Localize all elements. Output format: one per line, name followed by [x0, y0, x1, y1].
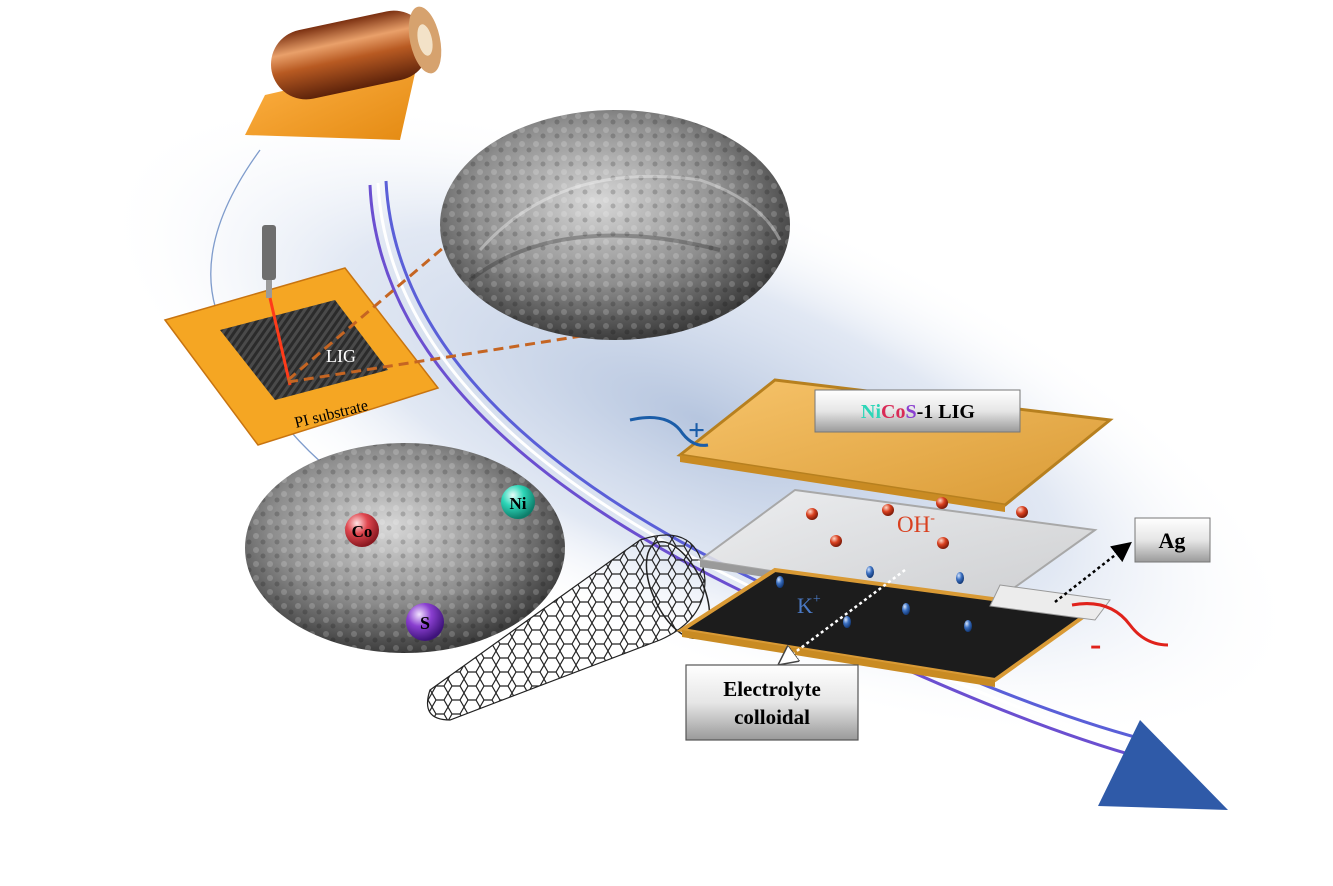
positive-lead-wire — [629, 416, 709, 447]
carbon-nanotube — [426, 534, 711, 721]
negative-terminal-label: - — [1090, 626, 1101, 663]
electrolyte-pointer — [782, 568, 906, 662]
svg-text:Electrolyte: Electrolyte — [723, 677, 821, 701]
svg-text:NiCoS-1 LIG: NiCoS-1 LIG — [861, 401, 975, 423]
lig-label: LIG — [326, 346, 356, 366]
s-atom-label: S — [420, 613, 430, 633]
negative-lead-wire — [1071, 602, 1169, 647]
potassium-label: K+ — [797, 592, 821, 618]
cathode-rest-text: -1 LIG — [917, 401, 976, 423]
ag-label-box: Ag — [1134, 517, 1211, 563]
silver-contact — [989, 584, 1111, 621]
electrolyte-label-box: Electrolyte colloidal — [685, 664, 859, 741]
process-flow-arrow — [368, 180, 1228, 810]
lig-patch — [220, 300, 388, 400]
flow-arrowhead — [1098, 720, 1228, 810]
cathode-s-text: S — [905, 401, 916, 423]
zoom-line-bottom — [287, 328, 621, 384]
positive-terminal-label: + — [688, 414, 705, 447]
polyimide-film-roll — [245, 6, 442, 140]
laser-head — [262, 225, 292, 386]
hydroxide-label: OH- — [897, 511, 935, 537]
cathode-ni-text: Ni — [861, 401, 881, 423]
ni-atom-label: Ni — [510, 494, 527, 513]
zoom-line-top — [287, 223, 471, 382]
co-atom-label: Co — [352, 522, 373, 541]
ni-atom-icon — [501, 485, 535, 519]
svg-text:colloidal: colloidal — [734, 705, 810, 729]
lig-sem-image — [440, 110, 790, 340]
svg-text:Ag: Ag — [1159, 528, 1186, 553]
pi-substrate-panel: LIG PI substrate — [163, 267, 440, 446]
anode-electrode — [676, 567, 1111, 687]
cathode-co-text: Co — [881, 401, 905, 423]
co-atom-icon — [345, 513, 379, 547]
nicos-sem-image: Co Ni S — [245, 443, 565, 653]
hydroxide-ions — [806, 497, 1028, 549]
cathode-label-box: NiCoS-1 LIG — [814, 389, 1021, 433]
laser-beam — [268, 297, 292, 386]
s-atom-icon — [406, 603, 444, 641]
potassium-ions — [776, 566, 972, 632]
